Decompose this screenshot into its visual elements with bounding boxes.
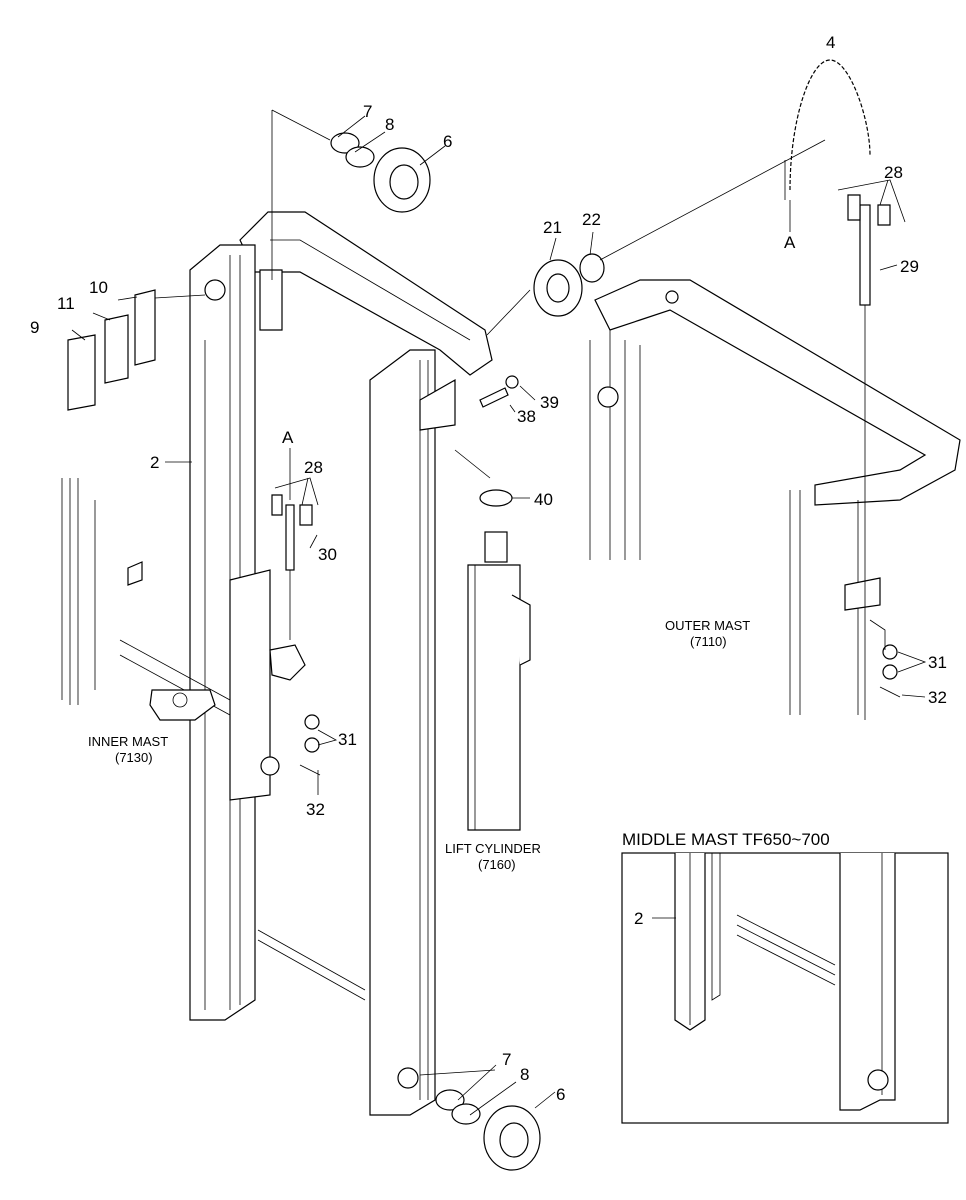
leader-lines — [71, 109, 927, 1116]
anchor-bolt-30 — [271, 494, 313, 640]
middle-mast-inset — [621, 852, 949, 1124]
label-inner-mast-code: (7130) — [115, 750, 153, 765]
inset-title: MIDDLE MAST TF650~700 — [622, 830, 830, 849]
callout-10: 10 — [89, 278, 108, 297]
callout-11: 11 — [57, 294, 75, 313]
callout-7-top: 7 — [363, 102, 372, 121]
callout-39: 39 — [540, 393, 559, 412]
bolt-38-39 — [479, 375, 519, 408]
outer-mast — [589, 279, 961, 715]
nuts-and-pins — [299, 644, 901, 776]
callout-A-bolt: A — [282, 428, 294, 447]
callout-22: 22 — [582, 210, 601, 229]
callout-31-right: 31 — [928, 653, 947, 672]
callout-2-main: 2 — [150, 453, 159, 472]
inner-mast — [61, 478, 306, 801]
callout-28-left: 28 — [304, 458, 323, 477]
label-outer-mast-code: (7110) — [690, 634, 727, 649]
callout-labels: 4 28 29 A 21 22 7 8 6 10 11 9 2 39 38 A … — [30, 33, 947, 1104]
callout-6-bottom: 6 — [556, 1085, 565, 1104]
chain — [784, 59, 871, 200]
label-outer-mast: OUTER MAST — [665, 618, 750, 633]
label-lift-cylinder: LIFT CYLINDER — [445, 841, 541, 856]
callout-30: 30 — [318, 545, 337, 564]
bearing-6-bottom — [435, 1089, 541, 1171]
callout-2-inset: 2 — [634, 909, 643, 928]
callout-4: 4 — [826, 33, 835, 52]
callout-29: 29 — [900, 257, 919, 276]
callout-9: 9 — [30, 318, 39, 337]
label-lift-cylinder-code: (7160) — [478, 857, 516, 872]
middle-mast — [189, 211, 493, 1116]
label-inner-mast: INNER MAST — [88, 734, 168, 749]
bearing-21 — [533, 253, 605, 317]
side-plates — [67, 289, 156, 411]
callout-32-right: 32 — [928, 688, 947, 707]
callout-40: 40 — [534, 490, 553, 509]
callout-8-top: 8 — [385, 115, 394, 134]
component-labels: INNER MAST (7130) OUTER MAST (7110) LIFT… — [88, 618, 830, 872]
callout-32-left: 32 — [306, 800, 325, 819]
callout-A-chain: A — [784, 233, 796, 252]
anchor-bolt — [847, 194, 891, 720]
callout-21: 21 — [543, 218, 562, 237]
callout-8-bottom: 8 — [520, 1065, 529, 1084]
callout-38: 38 — [517, 407, 536, 426]
callout-7-bottom: 7 — [502, 1050, 511, 1069]
callout-31-left: 31 — [338, 730, 357, 749]
lift-cylinder — [467, 489, 531, 831]
callout-6-top: 6 — [443, 132, 452, 151]
callout-28-right: 28 — [884, 163, 903, 182]
bearing-6-top — [330, 132, 431, 213]
